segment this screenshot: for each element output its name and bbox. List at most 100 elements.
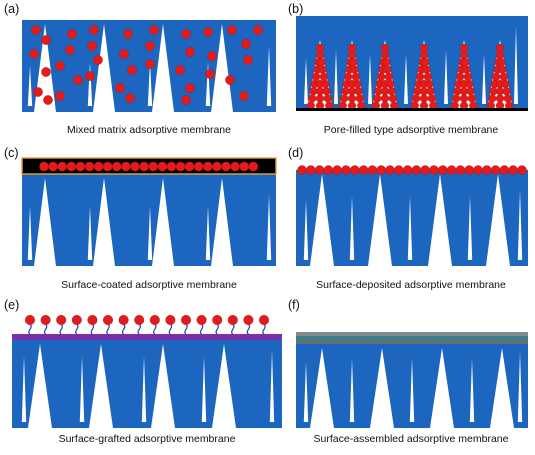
panel-b-adsorbent-particle [456,72,465,81]
panel-b-adsorbent-particle [384,72,393,81]
panel-e-graft-chain [121,323,126,335]
panel-d-adsorbent-particle [508,165,518,175]
panel-c-adsorbent-particle [193,161,204,172]
panel-a-adsorbent-particle [29,49,39,59]
panel-b-adsorbent-particle [461,58,470,67]
panel-b-adsorbent-particle [426,87,435,96]
panel-e-graft-chain [246,323,251,335]
panel-d-slit [407,196,413,260]
panel-a-slit [27,66,33,106]
panel-a-adsorbent-particle [181,29,191,39]
panel-e-graft-chain [28,323,32,335]
panel-d-adsorbent-particle [323,165,334,175]
panel-b-caption: Pore-filled type adsorptive membrane [323,124,499,136]
panel-d-slit [467,196,473,260]
panel-b-base-line [296,108,528,111]
panel-e-slit [201,356,207,422]
panel-e-grafted-particle [165,315,176,326]
panel-b-adsorbent-particle [495,94,505,103]
panel-c-pore [152,178,174,266]
panel-d-adsorbent-particle [455,165,466,175]
panel-c-adsorbent-particle [148,161,158,172]
panel-b-adsorbent-particle [315,43,325,53]
panel-c-slit [205,206,211,260]
panel-b-adsorbent-particle [502,87,511,96]
panel-b-adsorbent-particle [422,65,431,74]
panel-d-pore [486,174,510,266]
panel-c-figure [21,157,277,266]
panel-a-adsorbent-particle [119,49,129,59]
panel-b-adsorbent-particle [466,87,475,96]
panel-c-pore [34,178,56,266]
panel-e-graft-base-layer [12,334,282,340]
panel-c-slit [87,206,93,260]
panel-a-pore [152,24,174,112]
panel-a-adsorbent-particle [89,25,99,35]
panel-d-adsorbent-particle [376,165,386,175]
panel-b-adsorbent-particle [467,94,476,103]
panel-b-adsorbent-particle [425,79,434,89]
panel-a-slit [87,62,93,106]
panel-a-label: (a) [4,2,20,16]
panel-b-adsorbent-particle [421,58,430,67]
panel-b-label: (b) [288,2,304,16]
panel-d-adsorbent-particle [402,165,413,175]
panel-b-adsorbent-particle [347,43,357,53]
panel-e-graft-chain [90,323,95,335]
panel-e-grafted-particle [196,315,207,326]
panel-f-slit [303,362,309,422]
panel-b-adsorbent-particle [427,94,436,103]
panel-a-caption: Mixed matrix adsorptive membrane [67,124,231,136]
panel-f-label: (f) [288,298,300,312]
panel-b-adsorbent-particle [495,51,505,60]
panel-f-slit [409,358,415,422]
panel-d-caption: Surface-deposited adsorptive membrane [316,279,506,291]
panel-e-label: (e) [4,298,20,312]
panel-a-adsorbent-particle [205,69,215,79]
panel-c-label: (c) [4,146,19,160]
panel-a-adsorbent-particle [181,95,191,105]
panel-d-adsorbent-particle [350,165,360,175]
panel-b-adsorbent-particle [495,43,505,53]
panel-b-adsorbent-particle [315,51,325,60]
panel-c-adsorbent-particle [130,161,140,172]
panel-b-slit [404,54,408,104]
panel-b-adsorbent-particle [459,94,469,103]
panel-e-grafted-particle [212,315,223,326]
panel-b-slit [514,26,518,104]
panel-b-adsorbent-particle [499,72,508,81]
panel-e-grafted-particle [25,315,36,326]
panel-d-adsorbent-particle [341,165,351,175]
panel-b-adsorbent-particle [492,72,501,81]
panel-a-adsorbent-particle [149,25,159,35]
panel-c-adsorbent-particle [166,161,177,172]
panel-c-adsorbent-particle [57,161,68,172]
panel-c-adsorbent-particle [48,161,58,172]
panel-b-adsorbent-particle [501,79,510,89]
panel-d-adsorbent-particle [446,165,457,175]
panel-f-assembled-layer-2 [296,336,528,340]
panel-a-slit [266,46,272,106]
panel-d-figure [296,165,528,266]
panel-d-adsorbent-particle [499,165,510,175]
panel-d-adsorbent-particle [385,165,395,175]
panel-b-adsorbent-particle [452,94,461,103]
panel-c-adsorbent-particle [139,161,149,172]
panel-b-adsorbent-particle [351,72,360,81]
panel-b-slit [304,58,308,104]
panel-b-adsorbent-particle [340,94,349,103]
panel-a-adsorbent-particle [239,91,249,101]
panel-e-grafted-particle [87,315,98,326]
panel-c-adsorbent-particle [212,161,222,172]
panel-a-slit [205,62,211,106]
panel-a-adsorbent-particle [185,83,195,93]
panel-a-adsorbent-particle [145,41,155,51]
panel-b-slit [334,50,338,104]
panel-c-adsorbent-particle [230,161,240,172]
panel-f-pore [490,348,514,428]
panel-e-graft-chain [137,323,141,335]
panel-a-pore [93,24,115,112]
panel-d-slit [303,200,309,260]
panel-a-adsorbent-particle [243,55,253,65]
